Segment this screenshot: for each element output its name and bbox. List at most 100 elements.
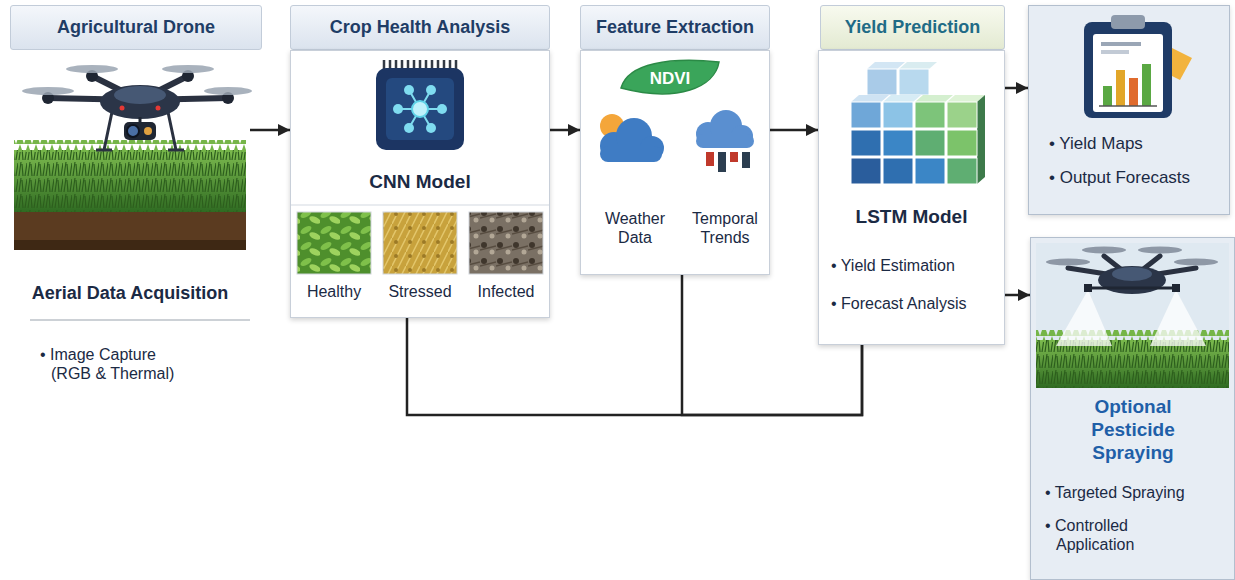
temporal-trend-icon	[731, 125, 753, 147]
spraying-drone-picture	[1088, 287, 1176, 290]
spraying-drone-picture	[1172, 284, 1180, 292]
weather-icon	[600, 146, 662, 162]
lstm-cube-icon	[883, 95, 921, 102]
clipboard-report-icon	[1084, 22, 1172, 118]
drone-figure	[48, 76, 228, 100]
spraying-drone-picture	[1036, 243, 1229, 388]
drone-figure	[66, 65, 118, 73]
drone-figure	[100, 85, 180, 119]
flow-arrow	[1005, 87, 1028, 90]
class-tile: Infected	[467, 210, 545, 308]
box-title: Optional Pesticide Spraying	[1068, 396, 1198, 464]
class-label: Stressed	[381, 282, 459, 301]
weather-icon	[616, 118, 652, 154]
drone-figure	[162, 65, 214, 73]
field-patch	[14, 150, 246, 212]
header-title: Agricultural Drone	[11, 6, 261, 49]
bullet-item: • Yield Maps	[1049, 134, 1224, 154]
crop-image-tile	[469, 212, 543, 274]
temporal-trend-icon	[742, 152, 750, 168]
field-patch	[14, 140, 246, 250]
lstm-cube-icon	[867, 69, 897, 95]
lstm-cube-icon	[915, 95, 953, 102]
cnn-panel: CNN ModelHealthyStressed Infected	[290, 50, 550, 318]
spraying-drone-picture	[1046, 259, 1090, 266]
model-name: CNN Model	[291, 171, 549, 194]
block-title: Aerial Data Acquisition	[10, 283, 250, 305]
clipboard-report-icon	[1172, 48, 1192, 80]
lstm-cube-icon	[915, 102, 945, 128]
spraying-drone-picture	[1082, 247, 1126, 254]
spraying-drone-picture	[1138, 247, 1182, 254]
temporal-trend-icon	[696, 110, 754, 172]
cnn-chip-icon	[384, 60, 456, 70]
lstm-cube-icon	[947, 95, 985, 102]
lstm-cube-icon	[947, 130, 977, 156]
clipboard-report-icon	[1099, 105, 1157, 107]
drone-figure	[96, 112, 184, 150]
ndvi-leaf: NDVI	[618, 58, 722, 100]
spraying-drone-picture	[1056, 290, 1112, 346]
cnn-chip-icon	[393, 104, 403, 114]
field-patch	[14, 150, 246, 212]
weather-icon	[600, 132, 628, 160]
lstm-cube-icon	[851, 158, 881, 184]
clipboard-report-icon	[1093, 34, 1163, 112]
cnn-chip-icon	[386, 78, 454, 140]
drone-figure	[127, 125, 139, 137]
column-header: Agricultural Drone	[10, 5, 262, 50]
spraying-drone-picture	[1036, 340, 1229, 388]
clipboard-report-icon	[1084, 15, 1192, 118]
cnn-chip-icon	[404, 123, 414, 133]
column-header: Crop Health Analysis	[290, 5, 550, 50]
drone-figure	[204, 87, 252, 95]
weather-icon	[640, 136, 664, 160]
spraying-drone-picture	[1150, 290, 1206, 346]
lstm-cube-icon	[899, 62, 937, 69]
bullet-item: • Image Capture (RGB & Thermal)	[40, 345, 200, 383]
clipboard-report-icon	[1129, 78, 1138, 106]
drone-figure	[86, 70, 98, 82]
header-title: Crop Health Analysis	[291, 6, 549, 49]
drone-figure	[156, 106, 161, 111]
clipboard-report-icon	[1116, 70, 1125, 106]
feature-label: Temporal Trends	[684, 209, 766, 247]
crop-image-tile	[297, 212, 543, 274]
bullet-item: • Targeted Spraying	[1045, 483, 1205, 502]
cnn-chip-icon	[398, 90, 442, 128]
spraying-drone-picture	[1112, 267, 1152, 281]
spraying-box: Optional Pesticide Spraying • Targeted Sp…	[1030, 237, 1235, 580]
temporal-trend-icon	[696, 134, 754, 148]
class-tile: Healthy	[295, 210, 373, 308]
spraying-drone-picture	[1068, 256, 1196, 278]
header-title: Feature Extraction	[581, 6, 769, 49]
clipboard-report-icon	[1142, 64, 1151, 106]
clipboard-report-icon	[1103, 86, 1112, 106]
feedback-line	[407, 318, 862, 415]
leaf-label: NDVI	[618, 58, 722, 100]
drone-figure	[120, 106, 125, 111]
spraying-drone-picture	[1036, 340, 1229, 388]
feature-panel: Weather DataTemporal TrendsNDVI	[580, 50, 770, 275]
spraying-drone-picture	[1036, 243, 1229, 388]
lstm-cube-icon	[883, 158, 913, 184]
temporal-trend-icon	[730, 152, 738, 162]
flow-arrow	[1005, 294, 1030, 297]
cnn-chip-icon	[404, 85, 414, 95]
column-header: Yield Prediction	[820, 5, 1005, 50]
lstm-cube-icon	[899, 69, 929, 95]
lstm-cube-icon	[883, 102, 913, 128]
flow-arrow	[250, 129, 290, 132]
class-tile: Stressed	[381, 210, 459, 308]
acquisition-block: Aerial Data Acquisition • Image Capture (…	[10, 55, 250, 400]
drone-figure	[222, 92, 234, 104]
drone-figure	[22, 65, 252, 150]
clipboard-report-icon	[1111, 15, 1145, 29]
drone-figure	[144, 127, 152, 135]
field-patch	[14, 208, 246, 248]
spraying-drone-picture	[1036, 330, 1229, 342]
spraying-drone-picture	[1084, 284, 1092, 292]
cnn-chip-icon	[437, 104, 447, 114]
clipboard-report-icon	[1101, 42, 1141, 46]
